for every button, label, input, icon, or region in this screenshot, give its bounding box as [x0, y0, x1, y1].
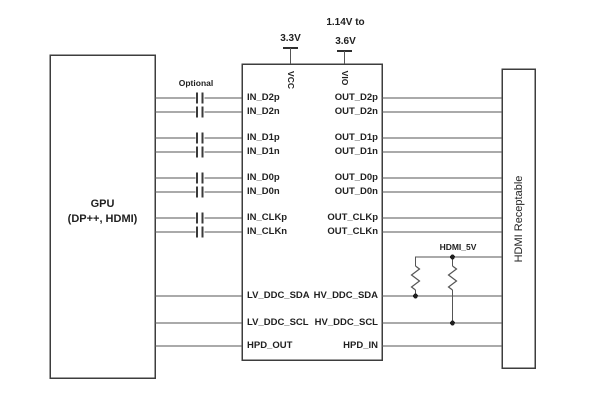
out-d2p-pin-label: OUT_D2p [334, 92, 378, 103]
lv-ddc-scl-pin-label: LV_DDC_SCL [247, 317, 309, 328]
junction-dot-sda [413, 293, 418, 299]
in-d0n-pin-label: IN_D0n [247, 186, 280, 197]
in-d0p-wire [155, 171, 242, 185]
in-clkn-pin-label: IN_CLKn [247, 226, 288, 237]
out-d0n-pin-label: OUT_D0n [334, 186, 378, 197]
coupling-cap-clkp [196, 211, 204, 225]
in-d1p-wire [155, 131, 242, 145]
in-d0n-wire [155, 185, 242, 199]
vcc-supply-symbol [283, 47, 298, 64]
junction-dot-scl [450, 320, 455, 326]
junction-dot-5v-rail [450, 254, 455, 260]
vio-pin-label: VIO [339, 70, 350, 86]
coupling-cap-d1n [196, 145, 204, 159]
coupling-cap-d2p [196, 91, 204, 105]
hdmi-receptacle-label: HDMI Receptable [513, 175, 525, 263]
in-d2p-wire [155, 91, 242, 105]
hdmi-5v-net-label: HDMI_5V [439, 242, 477, 252]
coupling-cap-d1p [196, 131, 204, 145]
in-clkn-wire [155, 225, 242, 239]
in-clkp-wire [155, 211, 242, 225]
out-d1n-pin-label: OUT_D1n [334, 146, 378, 157]
gpu-name-label: GPU [90, 198, 115, 210]
in-clkp-pin-label: IN_CLKp [247, 212, 288, 223]
out-clkn-pin-label: OUT_CLKn [327, 226, 378, 237]
out-d2n-pin-label: OUT_D2n [334, 106, 378, 117]
in-d2n-wire [155, 105, 242, 119]
hpd-in-pin-label: HPD_IN [343, 340, 378, 351]
in-d0p-pin-label: IN_D0p [247, 172, 280, 183]
gpu-label-block: GPU (DP++, HDMI) [50, 197, 155, 227]
coupling-cap-d0n [196, 185, 204, 199]
vcc-voltage-label: 3.3V [280, 33, 301, 44]
lv-ddc-sda-pin-label: LV_DDC_SDA [247, 290, 310, 301]
coupling-cap-d0p [196, 171, 204, 185]
pullup-resistor-sda [410, 257, 421, 296]
vcc-pin-label: VCC [285, 71, 296, 89]
in-d1n-pin-label: IN_D1n [247, 146, 280, 157]
hpd-out-pin-label: HPD_OUT [247, 340, 293, 351]
in-d1n-wire [155, 145, 242, 159]
hv-ddc-scl-pin-label: HV_DDC_SCL [314, 317, 378, 328]
coupling-cap-d2n [196, 105, 204, 119]
gpu-interfaces-label: (DP++, HDMI) [67, 213, 138, 225]
redriver-chip-box [241, 63, 383, 361]
in-d1p-pin-label: IN_D1p [247, 132, 280, 143]
optional-caps-label: Optional [178, 78, 214, 88]
out-d0p-pin-label: OUT_D0p [334, 172, 378, 183]
gpu-box [49, 54, 156, 379]
out-clkp-pin-label: OUT_CLKp [327, 212, 378, 223]
vio-supply-symbol [337, 50, 352, 64]
vio-voltage-label-line2: 3.6V [335, 36, 356, 47]
coupling-cap-clkn [196, 225, 204, 239]
in-d2n-pin-label: IN_D2n [247, 106, 280, 117]
pullup-resistor-scl [447, 257, 458, 323]
out-d1p-pin-label: OUT_D1p [334, 132, 378, 143]
in-d2p-pin-label: IN_D2p [247, 92, 280, 103]
vio-voltage-label-line1: 1.14V to [326, 17, 365, 28]
hv-ddc-sda-pin-label: HV_DDC_SDA [313, 290, 378, 301]
